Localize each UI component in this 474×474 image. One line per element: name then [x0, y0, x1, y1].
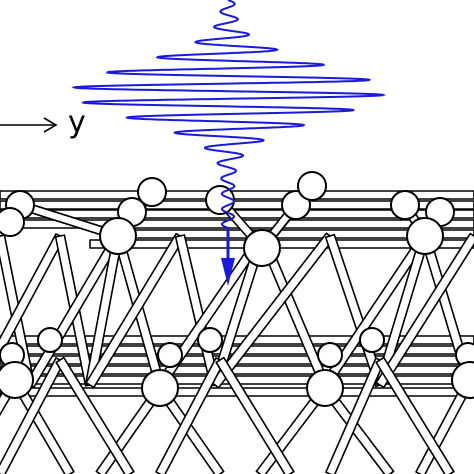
atom-shading [0, 388, 22, 399]
atom-shading [158, 356, 175, 368]
atom-shading [206, 202, 225, 215]
atom-shading [100, 238, 125, 255]
y-axis-label: y [68, 105, 86, 140]
atom-sphere [0, 207, 25, 237]
atom [451, 361, 474, 399]
atom-shading [407, 238, 432, 255]
atom [0, 207, 25, 237]
bond [215, 356, 295, 474]
wave-arrow-head [221, 258, 235, 286]
atom-sphere [0, 361, 34, 399]
atom [37, 327, 63, 353]
lattice-atoms [0, 171, 474, 407]
atom [141, 369, 179, 407]
atom-shading [391, 207, 410, 220]
atom [99, 217, 137, 255]
atom [297, 171, 327, 201]
atom [390, 190, 420, 220]
atom [359, 327, 385, 353]
bond [55, 356, 135, 474]
atom-shading [282, 207, 301, 220]
atom [157, 342, 183, 368]
atom-shading [198, 341, 215, 353]
atom-shading [244, 250, 269, 267]
atom-shading [360, 341, 377, 353]
atom-shading [0, 231, 15, 237]
wave-packet-curve [71, 0, 387, 229]
y-axis-arrow [0, 117, 58, 133]
atom-shading [142, 390, 167, 407]
atom-shading [138, 194, 157, 207]
atom [306, 369, 344, 407]
atom [197, 327, 223, 353]
atom [243, 229, 281, 267]
atom [0, 361, 34, 399]
lattice-bonds [0, 182, 474, 474]
atom-shading [318, 356, 335, 368]
atom-shading [298, 188, 317, 201]
atom-shading [307, 390, 332, 407]
bond [375, 232, 474, 389]
y-axis-arrowhead [43, 117, 58, 133]
atom [406, 217, 444, 255]
bond [375, 356, 455, 474]
atom [137, 177, 167, 207]
atom-shading [38, 341, 55, 353]
wave-packet [71, 0, 387, 286]
atom [317, 342, 343, 368]
